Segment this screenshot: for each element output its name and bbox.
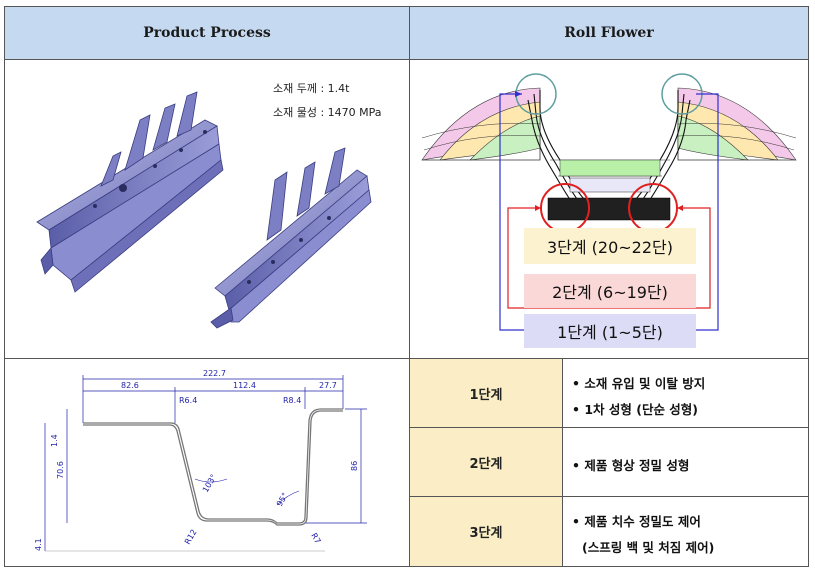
product-parts-svg (36, 91, 372, 329)
product-3d-view: 소재 두께 : 1.4t 소재 물성 : 1470 MPa (5, 60, 409, 358)
stage-3-desc: • 제품 치수 정밀도 제어 (스프링 백 및 처짐 제어) (568, 497, 806, 566)
dim-r-top-right: R8.4 (283, 396, 301, 405)
stage1-label: 1단계 (1~5단) (557, 323, 663, 342)
profile-outline (83, 408, 343, 526)
arrowhead-blue-left (515, 91, 522, 97)
material-thickness: 소재 두께 : 1.4t (273, 82, 350, 95)
dimension-drawing: 222.7 82.6 112.4 27.7 R6.4 R8.4 1.4 70.6… (5, 359, 409, 566)
dim-right-height: 86 (350, 461, 359, 471)
roll-flower-view: 3단계 (20~22단) 2단계 (6~19단) 1단계 (1~5단) (410, 60, 808, 358)
stage-3-item-1: • 제품 치수 정밀도 제어 (572, 514, 701, 529)
stage-1-desc: • 소재 유입 및 이탈 방지 • 1차 성형 (단순 성형) (568, 359, 806, 427)
header-roll-flower: Roll Flower (410, 7, 808, 59)
dimension-svg: 222.7 82.6 112.4 27.7 R6.4 R8.4 1.4 70.6… (34, 369, 367, 552)
part-right (210, 147, 372, 329)
stage-1-item-1: • 소재 유입 및 이탈 방지 (572, 376, 706, 391)
dim-r-bottom-right: R7 (309, 532, 322, 546)
stage-1-cell: 1단계 (410, 359, 562, 427)
stage-3-item-2: (스프링 백 및 처짐 제어) (582, 537, 714, 556)
stage3-label: 3단계 (20~22단) (546, 238, 674, 257)
dim-r-top-left: R6.4 (179, 396, 197, 405)
arrowhead-right (677, 205, 683, 211)
arrowhead-left (535, 205, 541, 211)
stage-3-name: 3단계 (469, 526, 503, 541)
stage-1-item-1-text: 소재 유입 및 이탈 방지 (584, 376, 706, 391)
roll-flower-channel (527, 90, 691, 213)
dim-bottom-width: 112.4 (233, 381, 256, 390)
dim-overall-width: 222.7 (203, 369, 226, 378)
table-divider-vertical (562, 358, 563, 566)
roll-flower-right-fan (677, 87, 797, 161)
header-product-process: Product Process (5, 7, 409, 59)
outer-frame (4, 6, 809, 567)
dim-left-height: 70.6 (56, 461, 65, 479)
stage-3-item-1-text: 제품 치수 정밀도 제어 (584, 514, 701, 529)
stage-3-item-2-text: (스프링 백 및 처짐 제어) (582, 540, 715, 555)
roll-flower-green-band (559, 159, 661, 177)
stage2-label: 2단계 (6~19단) (552, 283, 668, 302)
dim-r-bottom-left: R12 (183, 528, 199, 546)
table-divider-1 (410, 427, 808, 428)
stage-2-name: 2단계 (469, 456, 503, 472)
table-divider-2 (410, 496, 808, 497)
divider-header (4, 59, 809, 60)
stage2-box: 2단계 (6~19단) (524, 274, 696, 308)
roll-flower-svg (421, 73, 797, 331)
stage-2-cell: 2단계 (410, 428, 562, 496)
stage3-box: 3단계 (20~22단) (524, 228, 696, 264)
divider-vertical (409, 6, 410, 567)
header-product-process-label: Product Process (143, 25, 271, 41)
dim-angle-left: 103° (201, 473, 218, 494)
stage1-box: 1단계 (1~5단) (524, 314, 696, 348)
stage-1-item-2: • 1차 성형 (단순 성형) (572, 402, 699, 417)
roll-flower-left-fan (421, 87, 541, 161)
stage-2-item-1: • 제품 형상 정밀 성형 (572, 458, 690, 473)
stage-2-item-1-text: 제품 형상 정밀 성형 (584, 458, 690, 473)
material-strength: 소재 물성 : 1470 MPa (273, 106, 382, 119)
stage-1-item-2-text: 1차 성형 (단순 성형) (584, 402, 699, 417)
stage-2-desc: • 제품 형상 정밀 성형 (568, 428, 806, 496)
stage2-connector (507, 207, 711, 309)
part-left (36, 91, 224, 293)
stage-1-name: 1단계 (469, 387, 503, 403)
header-roll-flower-label: Roll Flower (564, 25, 654, 41)
dim-angle-right: 95° (275, 491, 290, 508)
stage-3-cell: 3단계 (410, 497, 562, 566)
roll-flower-bottom (547, 197, 671, 221)
dim-left-flange: 82.6 (121, 381, 139, 390)
dim-thickness: 1.4 (50, 434, 59, 447)
dim-bottom-offset: 4.1 (34, 538, 43, 551)
dim-right-flange: 27.7 (319, 381, 337, 390)
divider-middle (4, 358, 809, 359)
